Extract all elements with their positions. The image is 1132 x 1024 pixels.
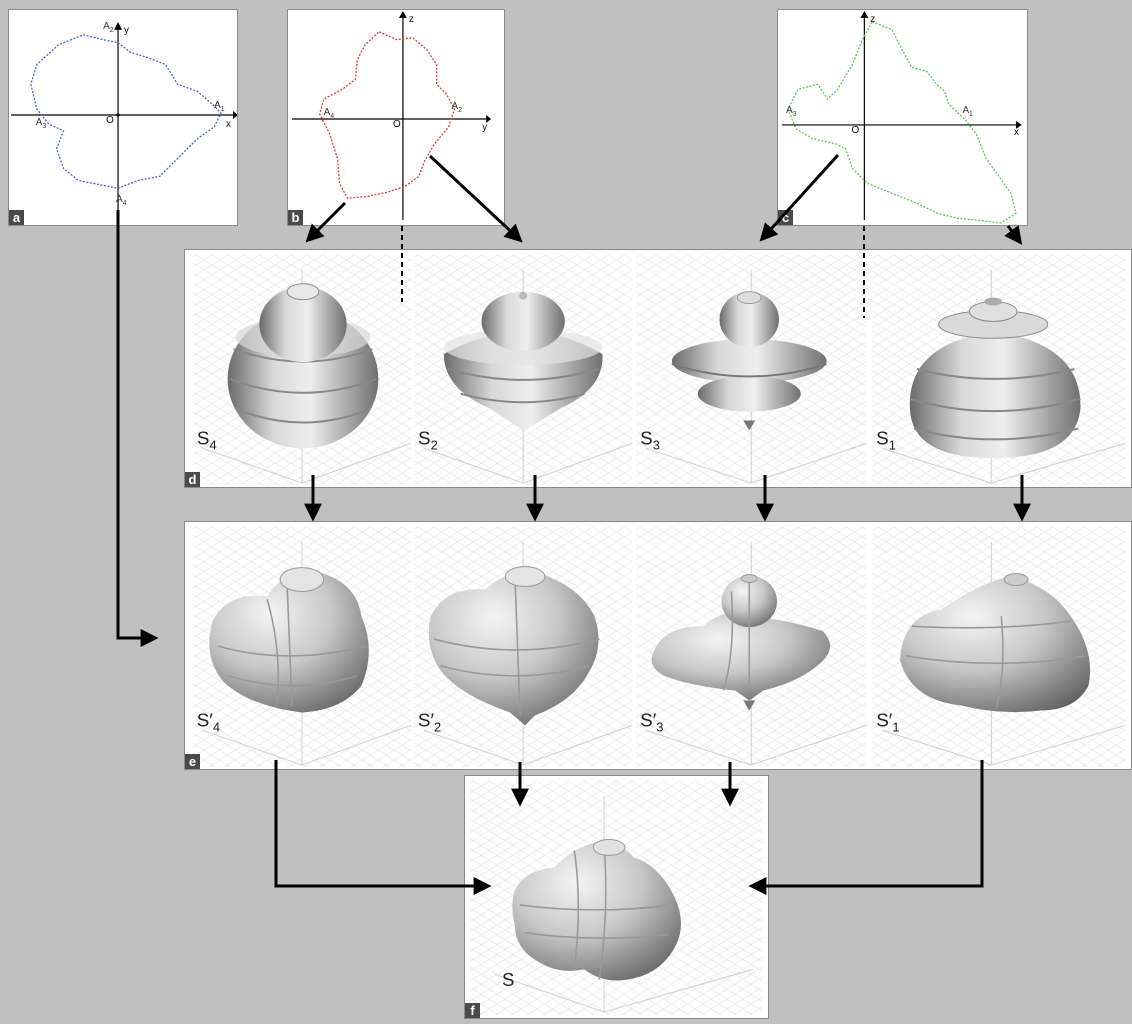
contour-curve-red — [319, 31, 456, 199]
arrow-a-to-e — [116, 210, 159, 647]
axis-label-x: x — [1014, 127, 1019, 138]
arrow-c-to-s1 — [1004, 225, 1023, 245]
panel-tag-f: f — [465, 1003, 480, 1018]
label-s4-prime: S′4 — [197, 709, 220, 734]
contour-plot-xy: x y O A2 A1 A3 A4 — [11, 21, 237, 221]
panel-a: x y O A2 A1 A3 A4 a — [8, 9, 238, 226]
label-s3: S3 — [640, 427, 660, 452]
panel-tag-c: c — [778, 210, 793, 225]
contour-curve-green — [787, 21, 1017, 224]
axis-label-x: x — [226, 119, 231, 130]
deformed-solids-row: S′4 S′2 S′3 S′1 — [192, 526, 1126, 768]
panel-d: S4 S2 S3 S1 d — [184, 249, 1132, 488]
point-label-a1: A1 — [214, 100, 225, 113]
label-s3-prime: S′3 — [640, 709, 663, 734]
panel-b: y z O A4 A2 b — [287, 9, 505, 226]
axis-label-y: y — [482, 122, 487, 133]
panel-f: S f — [464, 775, 769, 1019]
axis-label-z: z — [409, 14, 414, 25]
origin-label: O — [393, 119, 401, 130]
label-s2-prime: S′2 — [418, 709, 441, 734]
point-label-a2: A2 — [103, 21, 114, 34]
point-label-a3: A3 — [36, 117, 47, 130]
solid-s1-prime — [900, 573, 1091, 713]
arrow-e-to-f-4 — [748, 760, 984, 895]
final-solid: S — [470, 780, 763, 1016]
panel-e: S′4 S′2 S′3 S′1 e — [184, 521, 1132, 770]
solid-s4 — [227, 283, 379, 449]
solid-s2 — [443, 291, 603, 431]
solid-s3 — [671, 291, 827, 431]
point-label-a2: A2 — [451, 101, 462, 114]
origin-label: O — [851, 125, 859, 136]
solid-s2-prime — [428, 566, 600, 726]
point-label-a1: A1 — [962, 105, 973, 118]
point-label-a4: A4 — [324, 107, 335, 120]
solid-s3-prime — [651, 574, 831, 711]
panel-tag-a: a — [9, 210, 24, 225]
contour-plot-xz: x z O A3 A1 — [782, 10, 1022, 224]
axis-label-z: z — [870, 14, 875, 25]
revolved-solids-row: S4 S2 S3 S1 — [192, 254, 1126, 486]
solid-s4-prime — [209, 567, 369, 713]
panel-tag-d: d — [185, 472, 200, 487]
point-label-a3: A3 — [786, 105, 797, 118]
panel-c: x z O A3 A1 c — [777, 9, 1028, 226]
panel-tag-e: e — [185, 754, 200, 769]
label-s4: S4 — [197, 427, 217, 452]
axis-label-y: y — [124, 25, 129, 36]
solid-s1 — [909, 297, 1081, 459]
contour-plot-yz: y z O A4 A2 — [291, 10, 492, 221]
panel-tag-b: b — [288, 210, 303, 225]
solid-s — [512, 838, 681, 981]
contour-curve-blue — [30, 34, 222, 190]
label-s1: S1 — [876, 427, 896, 452]
origin-label: O — [106, 115, 114, 126]
arrow-e-to-f-1 — [274, 760, 492, 895]
label-s: S — [502, 969, 515, 990]
point-label-a4: A4 — [116, 194, 127, 207]
label-s1-prime: S′1 — [876, 709, 899, 734]
label-s2: S2 — [418, 427, 438, 452]
